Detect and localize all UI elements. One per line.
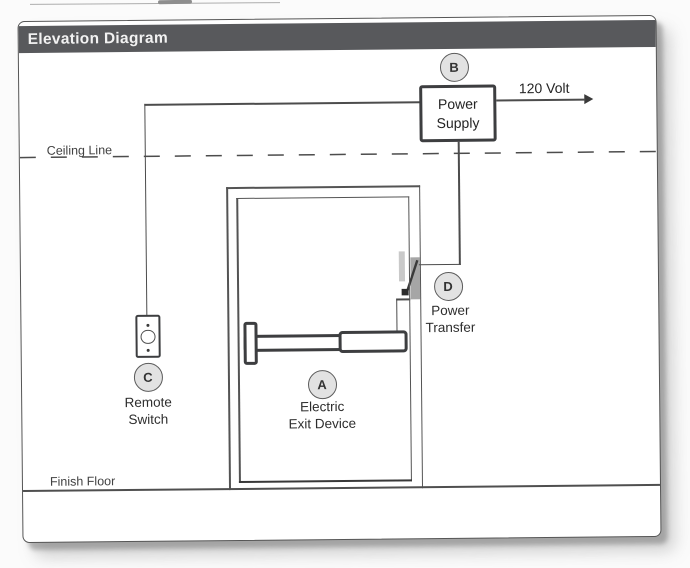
marker-letter-c: C — [143, 369, 153, 385]
remote-switch-screw-bottom — [146, 348, 150, 352]
exit-device-end-cap — [242, 321, 258, 365]
marker-circle-b: B — [439, 52, 469, 83]
power-supply-box: Power Supply — [419, 84, 497, 143]
marker-circle-d: D — [433, 271, 463, 301]
power-transfer-door-strip — [398, 251, 406, 282]
power-supply-label: Power — [437, 95, 478, 113]
wire-transfer-horizontal — [395, 298, 410, 300]
power-transfer-connector — [401, 288, 409, 296]
ceiling-line — [19, 150, 657, 159]
marker-letter-a: A — [317, 376, 327, 392]
marker-circle-a: A — [307, 369, 337, 399]
remote-switch-label: Remote Switch — [124, 394, 172, 428]
marker-letter-b: B — [449, 59, 459, 75]
voltage-label: 120 Volt — [518, 79, 570, 96]
voltage-arrowhead-icon — [584, 94, 594, 105]
wire-transfer-to-device — [395, 298, 398, 332]
electric-exit-device-label: Electric Exit Device — [288, 398, 357, 432]
ceiling-line-label: Ceiling Line — [46, 142, 113, 158]
diagram-lines — [19, 94, 657, 300]
scan-artifact-smudge — [157, 0, 193, 4]
power-transfer-device — [410, 257, 421, 300]
finish-floor-label: Finish Floor — [49, 473, 116, 489]
power-transfer-label: Power Transfer — [425, 302, 476, 336]
marker-letter-d: D — [443, 278, 453, 294]
scan-artifact-line — [29, 1, 281, 5]
remote-switch-button — [140, 329, 156, 344]
marker-circle-c: C — [133, 362, 163, 392]
exit-device-latch-case — [338, 330, 408, 354]
power-transfer-loop — [405, 259, 419, 295]
diagram-card: Elevation Diagram Power Supply A B — [17, 14, 662, 544]
remote-switch-screw-top — [146, 323, 150, 327]
power-supply-label: Supply — [436, 114, 480, 131]
